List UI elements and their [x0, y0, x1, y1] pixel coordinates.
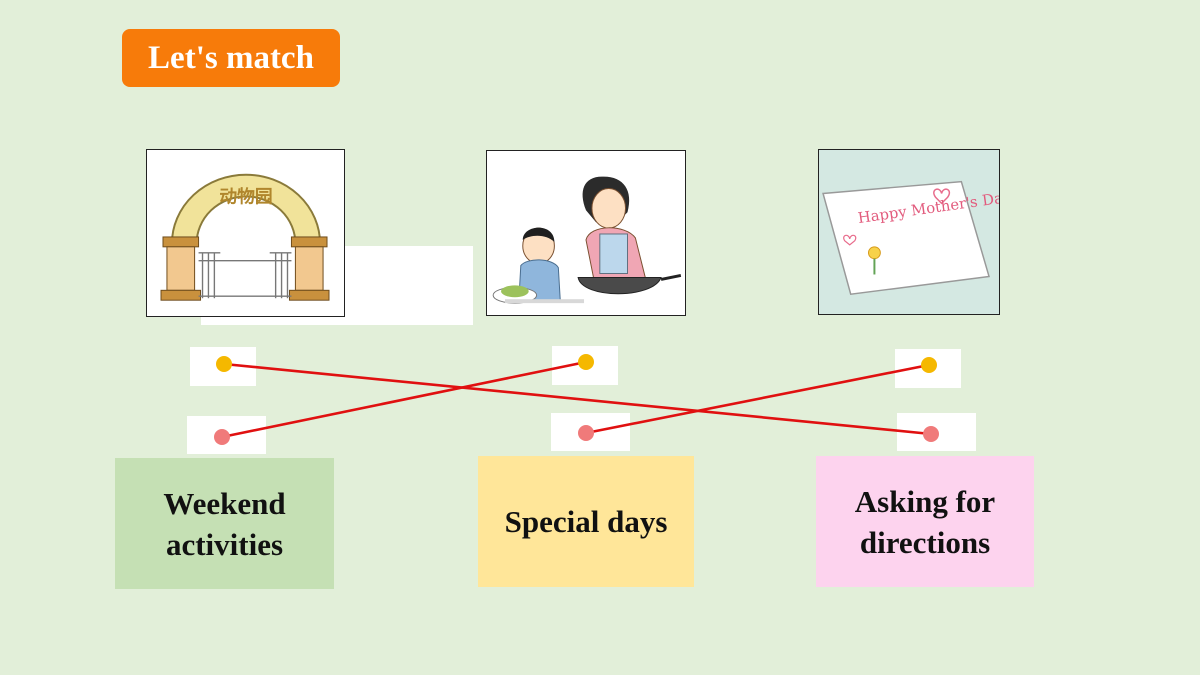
- match-line-2: [221, 360, 587, 439]
- title-badge: Let's match: [122, 29, 340, 87]
- mothers-day-card-illustration: Happy Mother's Day!: [822, 180, 999, 296]
- category-weekend-activities[interactable]: Weekend activities: [115, 458, 334, 589]
- category-label: Asking for directions: [854, 483, 996, 560]
- zoo-gate-picture[interactable]: 动物园: [146, 149, 345, 317]
- dot-patch-bottom-3: [897, 413, 976, 451]
- page-title: Let's match: [148, 39, 314, 76]
- dot-patch-top-3: [895, 349, 961, 388]
- mothers-day-card-picture[interactable]: Happy Mother's Day!: [818, 149, 1000, 315]
- cooking-illustration: [492, 176, 682, 304]
- zoo-gate-illustration: 动物园: [160, 173, 330, 301]
- zoo-sign-text: 动物园: [219, 185, 272, 207]
- category-label: Special days: [504, 504, 668, 539]
- category-asking-for-directions[interactable]: Asking for directions: [816, 456, 1034, 587]
- dot-patch-top-1: [190, 347, 256, 386]
- dot-patch-bottom-2: [551, 413, 630, 451]
- dot-patch-top-2: [552, 346, 618, 385]
- dot-patch-bottom-1: [187, 416, 266, 454]
- category-special-days[interactable]: Special days: [478, 456, 694, 587]
- category-label: Weekend activities: [163, 485, 286, 562]
- match-line-3: [585, 363, 930, 435]
- cooking-picture[interactable]: [486, 150, 686, 316]
